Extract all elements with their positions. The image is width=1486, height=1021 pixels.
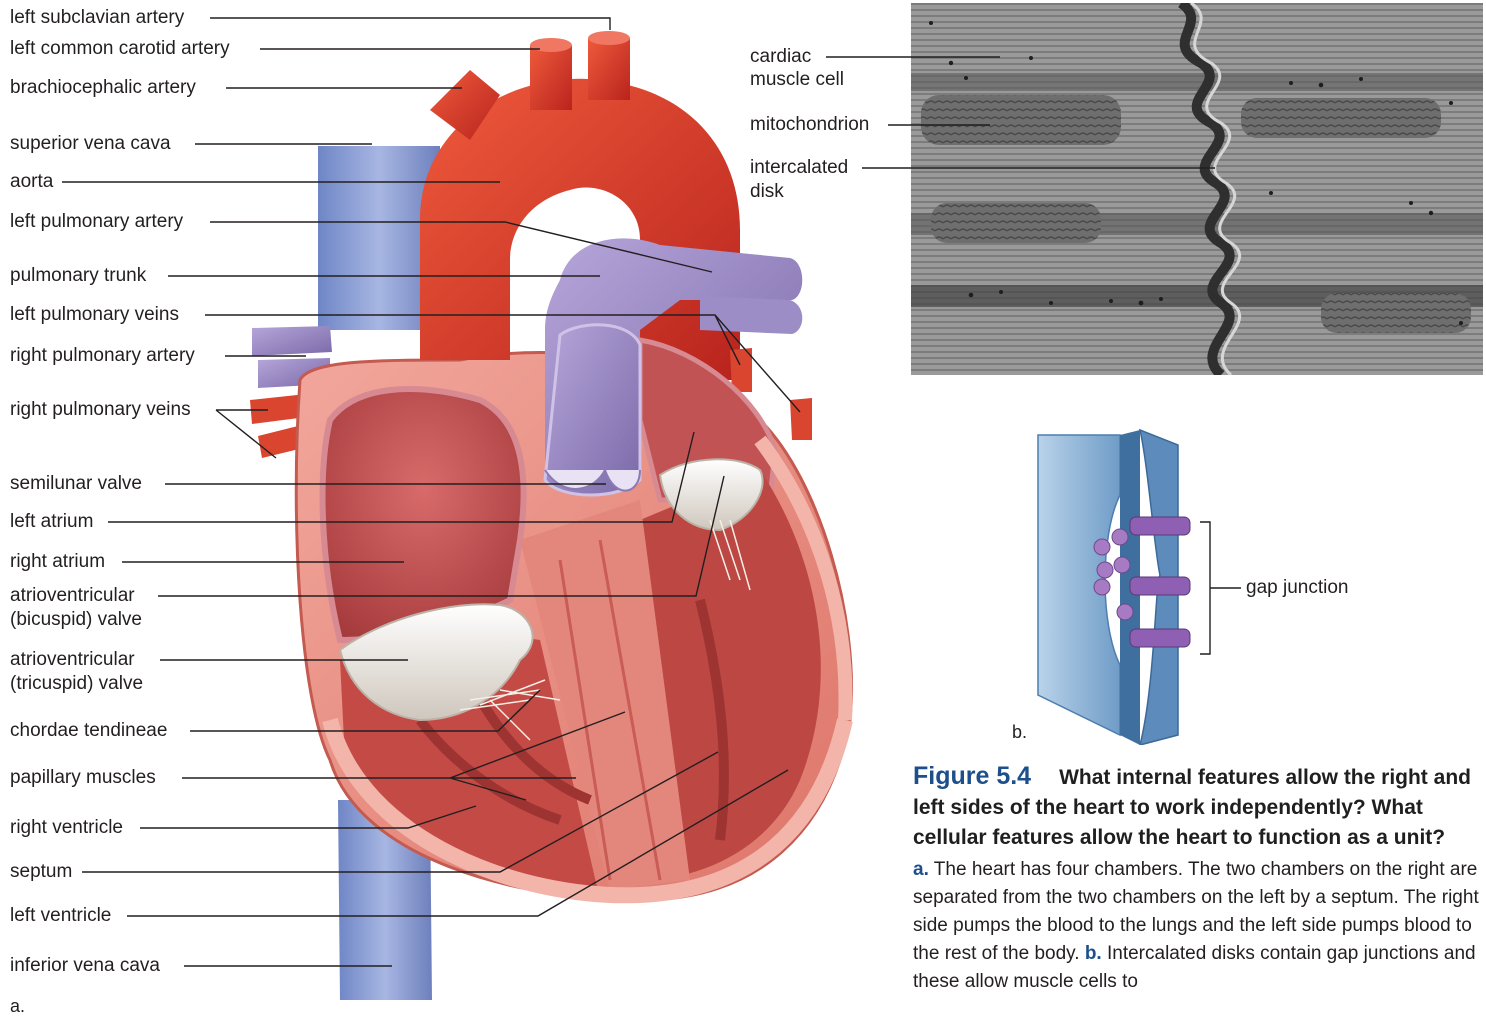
label-right-pulmonary-artery: right pulmonary artery (10, 344, 195, 368)
caption-body: a. The heart has four chambers. The two … (913, 856, 1483, 996)
label-semilunar-valve: semilunar valve (10, 472, 142, 496)
part-b-label: b. (1012, 722, 1027, 743)
label-septum: septum (10, 860, 72, 884)
label-right-ventricle: right ventricle (10, 816, 123, 840)
label-left-pulmonary-veins: left pulmonary veins (10, 303, 179, 327)
gap-junction-diagram (1030, 425, 1210, 745)
label-right-pulmonary-veins: right pulmonary veins (10, 398, 191, 422)
right-atrium-shape (323, 389, 524, 640)
label-brachiocephalic-artery: brachiocephalic artery (10, 76, 196, 100)
label-papillary-muscles: papillary muscles (10, 766, 156, 790)
label-intercalated-line1: intercalated (750, 156, 848, 180)
caption-a-label: a. (913, 859, 929, 880)
label-left-subclavian-artery: left subclavian artery (10, 6, 184, 30)
label-av-tricuspid-line2: (tricuspid) valve (10, 672, 143, 696)
label-av-tricuspid-line1: atrioventricular (10, 648, 135, 672)
label-gap-junction: gap junction (1246, 576, 1348, 600)
label-chordae-tendineae: chordae tendineae (10, 719, 167, 743)
part-a-label: a. (10, 996, 25, 1017)
figure-number: Figure 5.4 (913, 762, 1031, 790)
label-left-pulmonary-artery: left pulmonary artery (10, 210, 183, 234)
label-cardiac-line1: cardiac (750, 45, 811, 69)
label-left-common-carotid-artery: left common carotid artery (10, 37, 230, 61)
label-av-bicuspid-line1: atrioventricular (10, 584, 135, 608)
label-right-atrium: right atrium (10, 550, 105, 574)
label-pulmonary-trunk: pulmonary trunk (10, 264, 146, 288)
label-aorta: aorta (10, 170, 53, 194)
label-mitochondrion: mitochondrion (750, 113, 869, 137)
caption-b-label: b. (1085, 943, 1102, 964)
label-inferior-vena-cava: inferior vena cava (10, 954, 160, 978)
label-superior-vena-cava: superior vena cava (10, 132, 171, 156)
label-av-bicuspid-line2: (bicuspid) valve (10, 608, 142, 632)
label-left-atrium: left atrium (10, 510, 93, 534)
label-left-ventricle: left ventricle (10, 904, 111, 928)
label-cardiac-line2: muscle cell (750, 68, 844, 92)
micrograph-image (911, 3, 1483, 375)
label-intercalated-line2: disk (750, 180, 784, 204)
